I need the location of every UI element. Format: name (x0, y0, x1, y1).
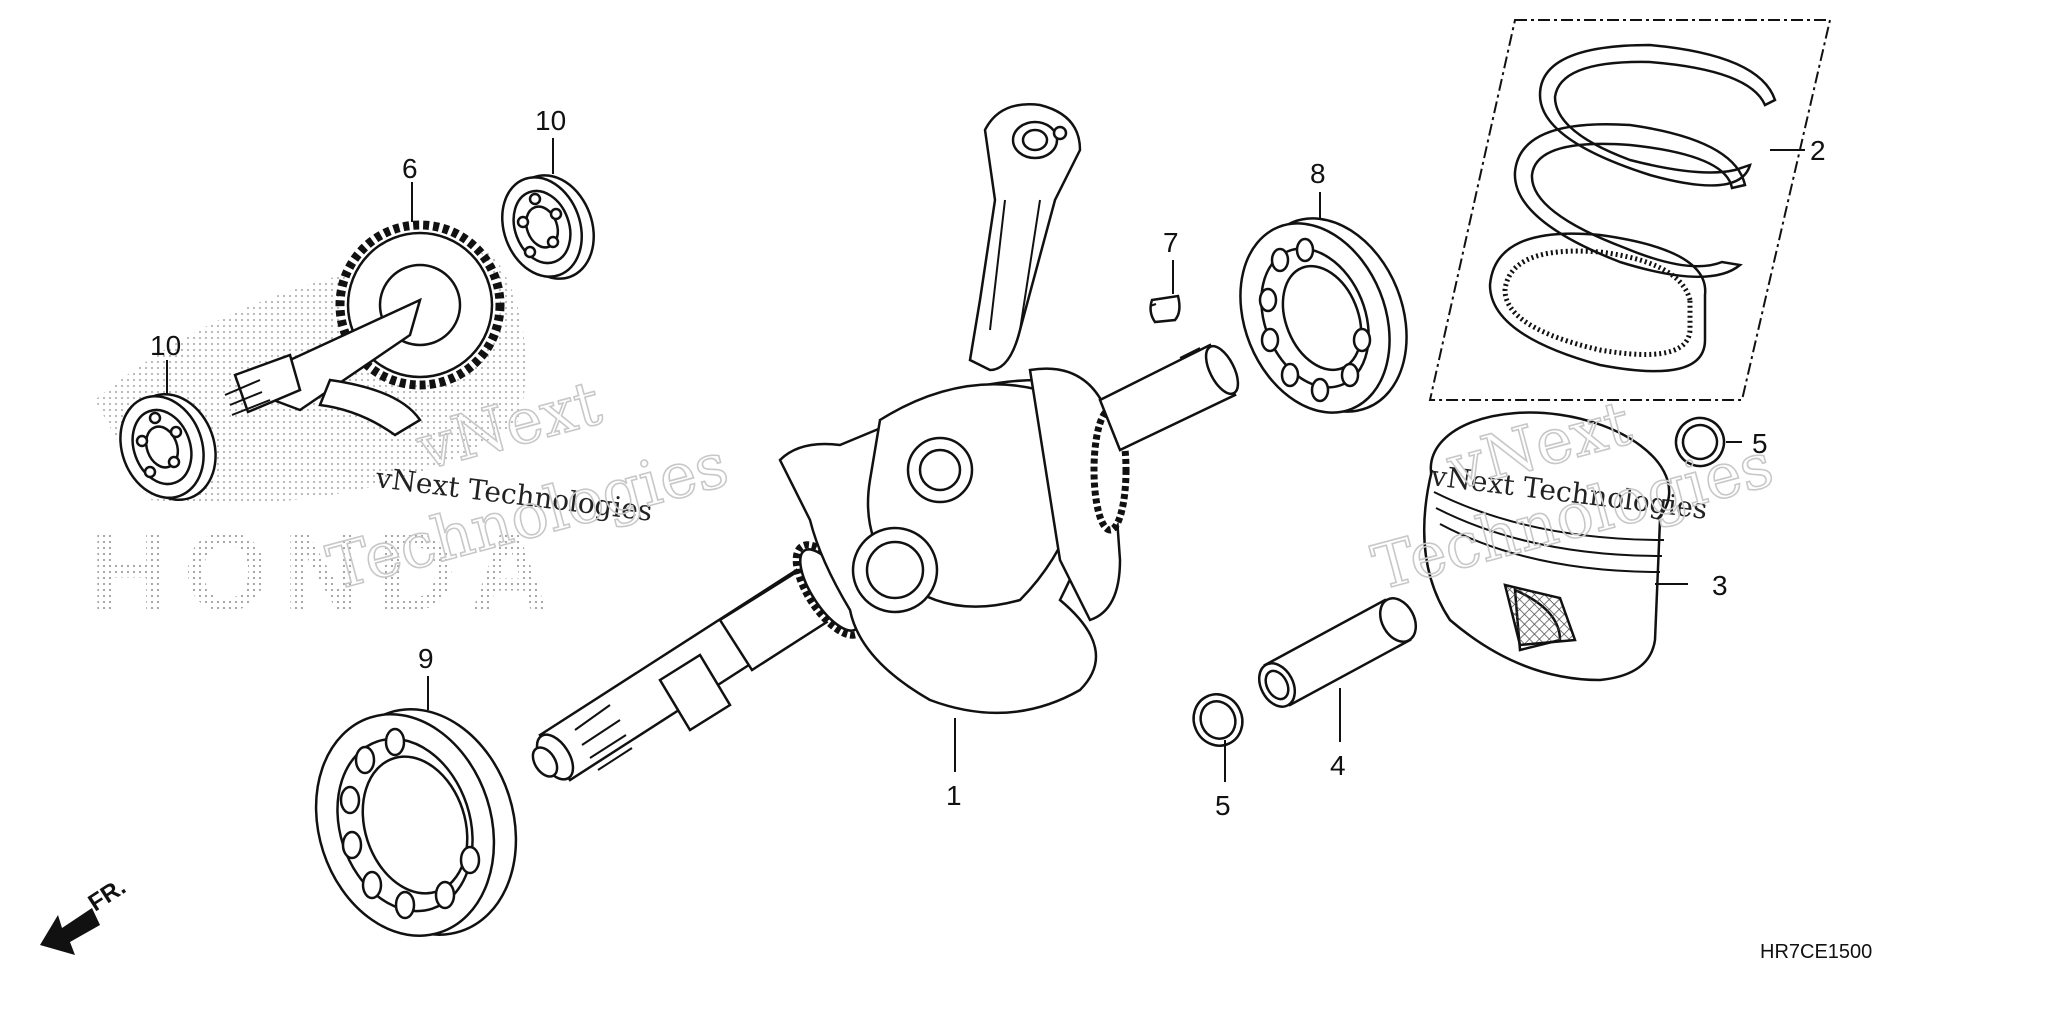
callout-8: 8 (1310, 158, 1326, 189)
front-direction-marker: FR. (40, 873, 131, 955)
callout-3: 3 (1712, 570, 1728, 601)
piston (1422, 411, 1671, 682)
callout-10-top: 10 (535, 105, 566, 136)
bearing-balancer-left (119, 393, 217, 501)
leader-lines (166, 138, 1805, 782)
front-arrow-icon (40, 908, 100, 955)
pin-clip-left (1192, 693, 1244, 747)
callout-2: 2 (1810, 135, 1826, 166)
piston-ring-set (1428, 19, 1832, 401)
piston-pin (1257, 597, 1418, 708)
callout-6: 6 (402, 153, 418, 184)
callout-1: 1 (946, 780, 962, 811)
callout-5-left: 5 (1215, 790, 1231, 821)
callout-10-left: 10 (150, 330, 181, 361)
diagram-code: HR7CE1500 (1760, 941, 1872, 963)
balancer-shaft (224, 220, 505, 437)
pin-clip-right (1674, 416, 1726, 468)
bearing-crank-left (314, 708, 518, 937)
bearing-crank-right (1239, 217, 1408, 414)
crankshaft-assembly (531, 103, 1240, 782)
bearing-balancer-top (501, 174, 595, 280)
callout-7: 7 (1163, 227, 1179, 258)
callout-5-right: 5 (1752, 428, 1768, 459)
callout-9: 9 (418, 643, 434, 674)
woodruff-key (1149, 294, 1181, 324)
callout-4: 4 (1330, 750, 1346, 781)
brand-watermark: HONDA (90, 511, 563, 634)
